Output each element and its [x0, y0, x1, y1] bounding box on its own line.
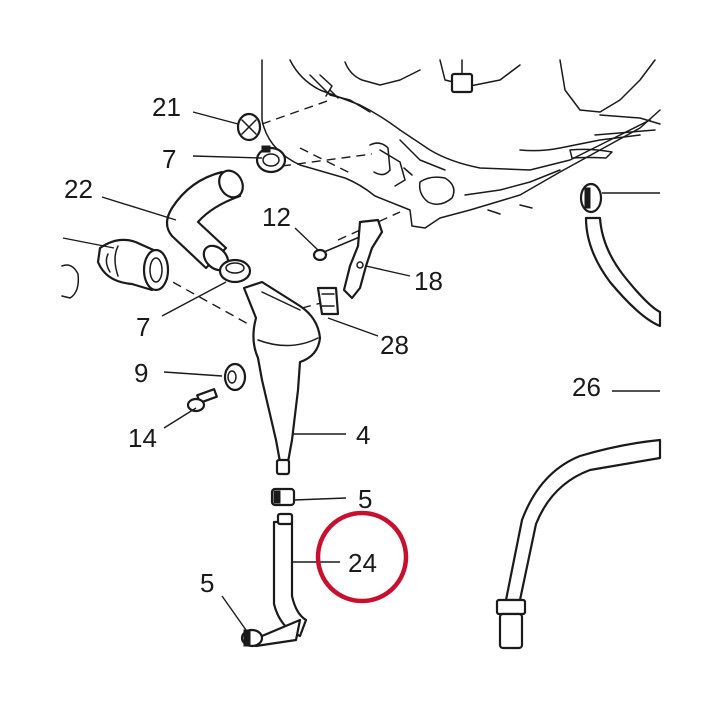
label-part-22: 22 — [64, 174, 93, 204]
part-28-clip — [316, 286, 340, 316]
label-part-12: 12 — [262, 202, 291, 232]
engine-manifold — [261, 59, 661, 229]
label-part-9: 9 — [134, 358, 148, 388]
label-part-5-upper: 5 — [358, 484, 372, 514]
label-part-7-upper: 7 — [162, 144, 176, 174]
part-26-hose — [495, 182, 662, 650]
part-22-elbow-hose — [165, 169, 244, 272]
label-part-28: 28 — [380, 330, 409, 360]
label-part-14: 14 — [128, 423, 157, 453]
part-7-clamp-upper — [255, 145, 287, 174]
part-12-screw — [312, 235, 363, 262]
highlight-circle — [315, 510, 409, 604]
part-18-bracket — [342, 218, 384, 300]
leader-lines — [62, 111, 660, 631]
part-9-grommet — [223, 362, 247, 392]
part-24-hose — [254, 512, 308, 648]
label-part-26: 26 — [572, 372, 601, 402]
label-part-18: 18 — [414, 266, 443, 296]
part-4-oil-separator — [242, 280, 322, 476]
part-14-bolt — [186, 388, 218, 413]
label-part-21: 21 — [152, 92, 181, 122]
part-5-clamp-lower — [240, 628, 264, 648]
label-part-7-lower: 7 — [136, 312, 150, 342]
label-part-5-lower: 5 — [200, 568, 214, 598]
side-hose-stub — [61, 238, 170, 299]
part-21-cap — [236, 112, 262, 142]
part-7-ring-lower — [218, 258, 252, 284]
part-5-clamp-upper — [270, 487, 296, 507]
label-part-24: 24 — [348, 548, 377, 578]
label-part-4: 4 — [356, 420, 370, 450]
